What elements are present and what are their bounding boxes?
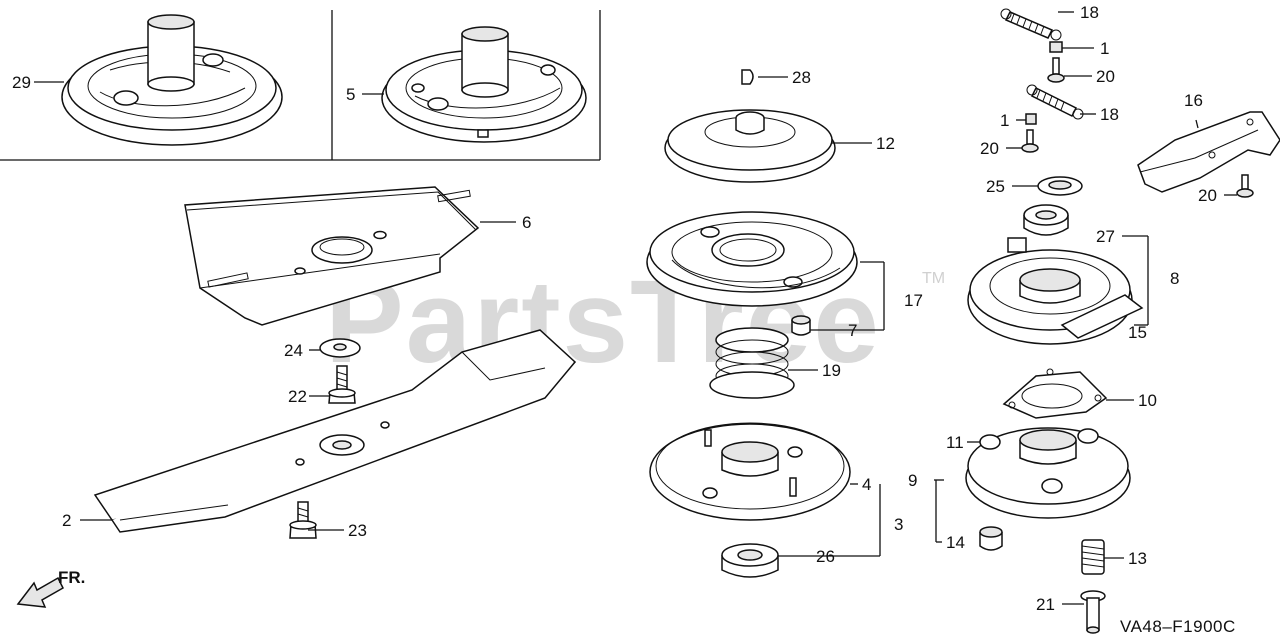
part-15-upper-housing[interactable] bbox=[967, 237, 1144, 345]
part-18-spring-upper[interactable] bbox=[1000, 8, 1062, 41]
part-20-bolt-bracket[interactable] bbox=[1236, 174, 1254, 198]
label-2[interactable]: 2 bbox=[62, 511, 71, 530]
label-14[interactable]: 14 bbox=[946, 533, 965, 552]
label-17[interactable]: 17 bbox=[904, 291, 923, 310]
part-5-blade-holder[interactable] bbox=[381, 26, 587, 143]
direction-label: FR. bbox=[58, 568, 85, 587]
part-21-bolt[interactable] bbox=[1080, 590, 1106, 634]
label-13[interactable]: 13 bbox=[1128, 549, 1147, 568]
label-16[interactable]: 16 bbox=[1184, 91, 1203, 110]
label-7[interactable]: 7 bbox=[848, 321, 857, 340]
front-direction-arrow: FR. bbox=[16, 568, 85, 608]
label-28[interactable]: 28 bbox=[792, 68, 811, 87]
part-27-bearing[interactable] bbox=[1023, 204, 1069, 236]
label-27[interactable]: 27 bbox=[1096, 227, 1115, 246]
label-29[interactable]: 29 bbox=[12, 73, 31, 92]
inset-frame bbox=[0, 10, 601, 161]
label-26[interactable]: 26 bbox=[816, 547, 835, 566]
label-20-lower[interactable]: 20 bbox=[980, 139, 999, 158]
label-24[interactable]: 24 bbox=[284, 341, 303, 360]
label-9[interactable]: 9 bbox=[908, 471, 917, 490]
part-12-cover-plate[interactable] bbox=[664, 109, 836, 183]
label-10[interactable]: 10 bbox=[1138, 391, 1157, 410]
diagram-code: VA48–F1900C bbox=[1120, 617, 1236, 636]
part-17-clutch-plate[interactable] bbox=[646, 211, 858, 307]
part-2-mower-blade[interactable] bbox=[93, 329, 577, 533]
label-18-upper[interactable]: 18 bbox=[1080, 3, 1099, 22]
part-22-bolt[interactable] bbox=[328, 365, 356, 404]
part-labels: 29 5 6 2 24 22 23 28 12 17 7 19 4 3 26 1… bbox=[12, 3, 1217, 614]
label-6[interactable]: 6 bbox=[522, 213, 531, 232]
part-29-blade-holder[interactable] bbox=[61, 14, 283, 146]
part-18-spring-lower[interactable] bbox=[1026, 84, 1084, 120]
trademark-mark: TM bbox=[922, 270, 945, 287]
part-1-nut-lower[interactable] bbox=[1025, 113, 1037, 125]
part-20-bolt-lower[interactable] bbox=[1021, 129, 1039, 153]
label-3[interactable]: 3 bbox=[894, 515, 903, 534]
label-4[interactable]: 4 bbox=[862, 475, 871, 494]
leader-lines bbox=[34, 11, 1237, 605]
label-23[interactable]: 23 bbox=[348, 521, 367, 540]
label-22[interactable]: 22 bbox=[288, 387, 307, 406]
label-20-upper[interactable]: 20 bbox=[1096, 67, 1115, 86]
part-7-collar[interactable] bbox=[791, 315, 811, 336]
label-15[interactable]: 15 bbox=[1128, 323, 1147, 342]
label-21[interactable]: 21 bbox=[1036, 595, 1055, 614]
label-19[interactable]: 19 bbox=[822, 361, 841, 380]
part-14-collar[interactable] bbox=[979, 526, 1003, 551]
label-25[interactable]: 25 bbox=[986, 177, 1005, 196]
label-5[interactable]: 5 bbox=[346, 85, 355, 104]
label-20-bracket[interactable]: 20 bbox=[1198, 186, 1217, 205]
part-6-blade-stiffener[interactable] bbox=[184, 186, 480, 326]
part-25-washer[interactable] bbox=[1037, 176, 1083, 196]
part-24-washer[interactable] bbox=[319, 338, 361, 358]
part-4-lower-plate[interactable] bbox=[649, 422, 851, 521]
label-18-lower[interactable]: 18 bbox=[1100, 105, 1119, 124]
part-1-nut-upper[interactable] bbox=[1049, 41, 1063, 53]
label-1-upper[interactable]: 1 bbox=[1100, 39, 1109, 58]
label-1-lower[interactable]: 1 bbox=[1000, 111, 1009, 130]
part-23-bolt[interactable] bbox=[289, 501, 317, 539]
label-8[interactable]: 8 bbox=[1170, 269, 1179, 288]
label-12[interactable]: 12 bbox=[876, 134, 895, 153]
part-20-bolt-upper[interactable] bbox=[1047, 57, 1065, 83]
label-11[interactable]: 11 bbox=[946, 433, 964, 452]
part-26-bearing[interactable] bbox=[721, 543, 779, 578]
part-13-spring[interactable] bbox=[1081, 539, 1105, 575]
part-28-key[interactable] bbox=[741, 69, 754, 85]
part-19-spring[interactable] bbox=[709, 327, 795, 399]
part-16-bracket[interactable] bbox=[1137, 111, 1280, 193]
part-11-lower-housing[interactable] bbox=[965, 427, 1131, 519]
part-10-gasket[interactable] bbox=[1002, 368, 1108, 419]
